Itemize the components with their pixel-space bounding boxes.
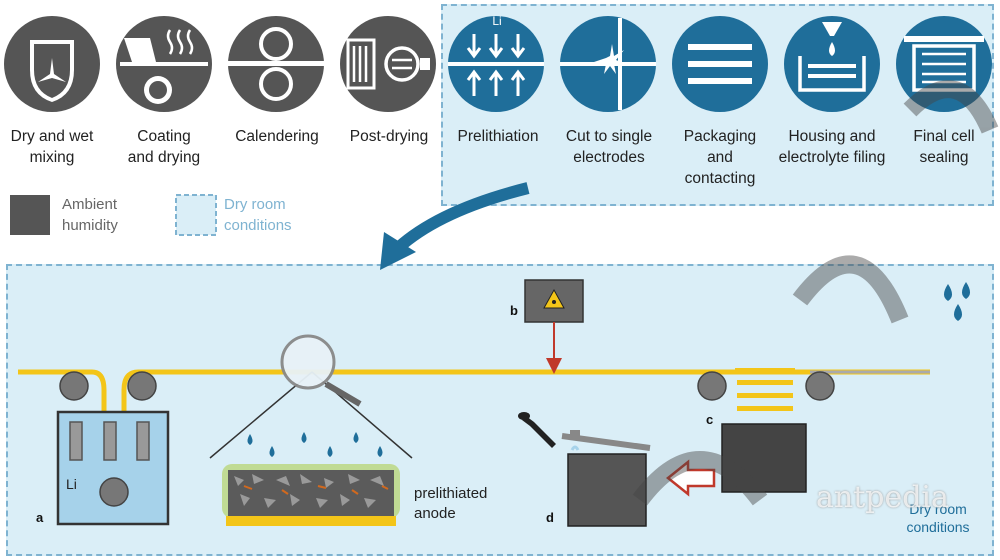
label-c: c [706,412,714,427]
dry-room-swatch [175,194,217,236]
prelithiated-anode [222,464,400,526]
stack-icon [672,16,768,112]
lithium-arrows-icon [448,16,544,112]
label-b: b [510,303,518,318]
laser-cut-icon [560,16,656,112]
step-label-housing: Housing and electrolyte filing [778,128,886,166]
pipette-icon [518,412,556,448]
zoom-arrow [380,182,530,270]
step-label-sealing: Final cell sealing [913,128,975,166]
step-label-calendering: Calendering [235,128,319,145]
transfer-arrow [665,459,716,497]
label-d: d [546,510,554,525]
bath-lithium-label: Li [66,476,77,492]
coating-icon [116,16,212,112]
lithium-icon-text: Li [492,14,502,28]
mixer-icon [4,16,100,112]
roller-cut [697,371,727,401]
lithium-bath [56,410,170,526]
magnifier [209,334,413,459]
legend-dry-room-label: Dry room conditions [224,196,292,234]
electrolyte-fill-icon [784,16,880,112]
electrolyte-droplets [247,432,383,457]
step-label-coating: Coating and drying [127,128,201,166]
label-a: a [36,510,44,525]
watermark-text: antpedia [816,480,949,515]
humidity-droplets-icon [944,282,970,321]
step-label-mixing: Dry and wet mixing [10,128,94,166]
cell-housing [561,430,651,527]
anode-label: prelithiated anode [414,485,488,522]
step-label-packaging: Packaging and contacting [683,128,757,187]
roller-left [59,371,89,401]
stacked-cell-box [721,423,807,493]
sealing-icon [896,16,992,112]
roller-end [805,371,835,401]
oven-icon [340,16,436,112]
dry-room-zone-label: Dry room conditions [906,501,970,535]
calender-rollers-icon [228,16,324,112]
cut-electrodes [735,368,795,411]
laser-box [524,279,584,374]
prelithiation-detail-panel [6,264,994,556]
roller-right [127,371,157,401]
watermark-overlay [632,80,999,506]
step-label-cut: Cut to single electrodes [565,128,653,166]
step-label-post-drying: Post-drying [349,128,429,145]
step-label-prelithiation: Prelithiation [457,128,539,145]
ambient-swatch [10,195,50,235]
legend-ambient-label: Ambient humidity [62,196,118,234]
